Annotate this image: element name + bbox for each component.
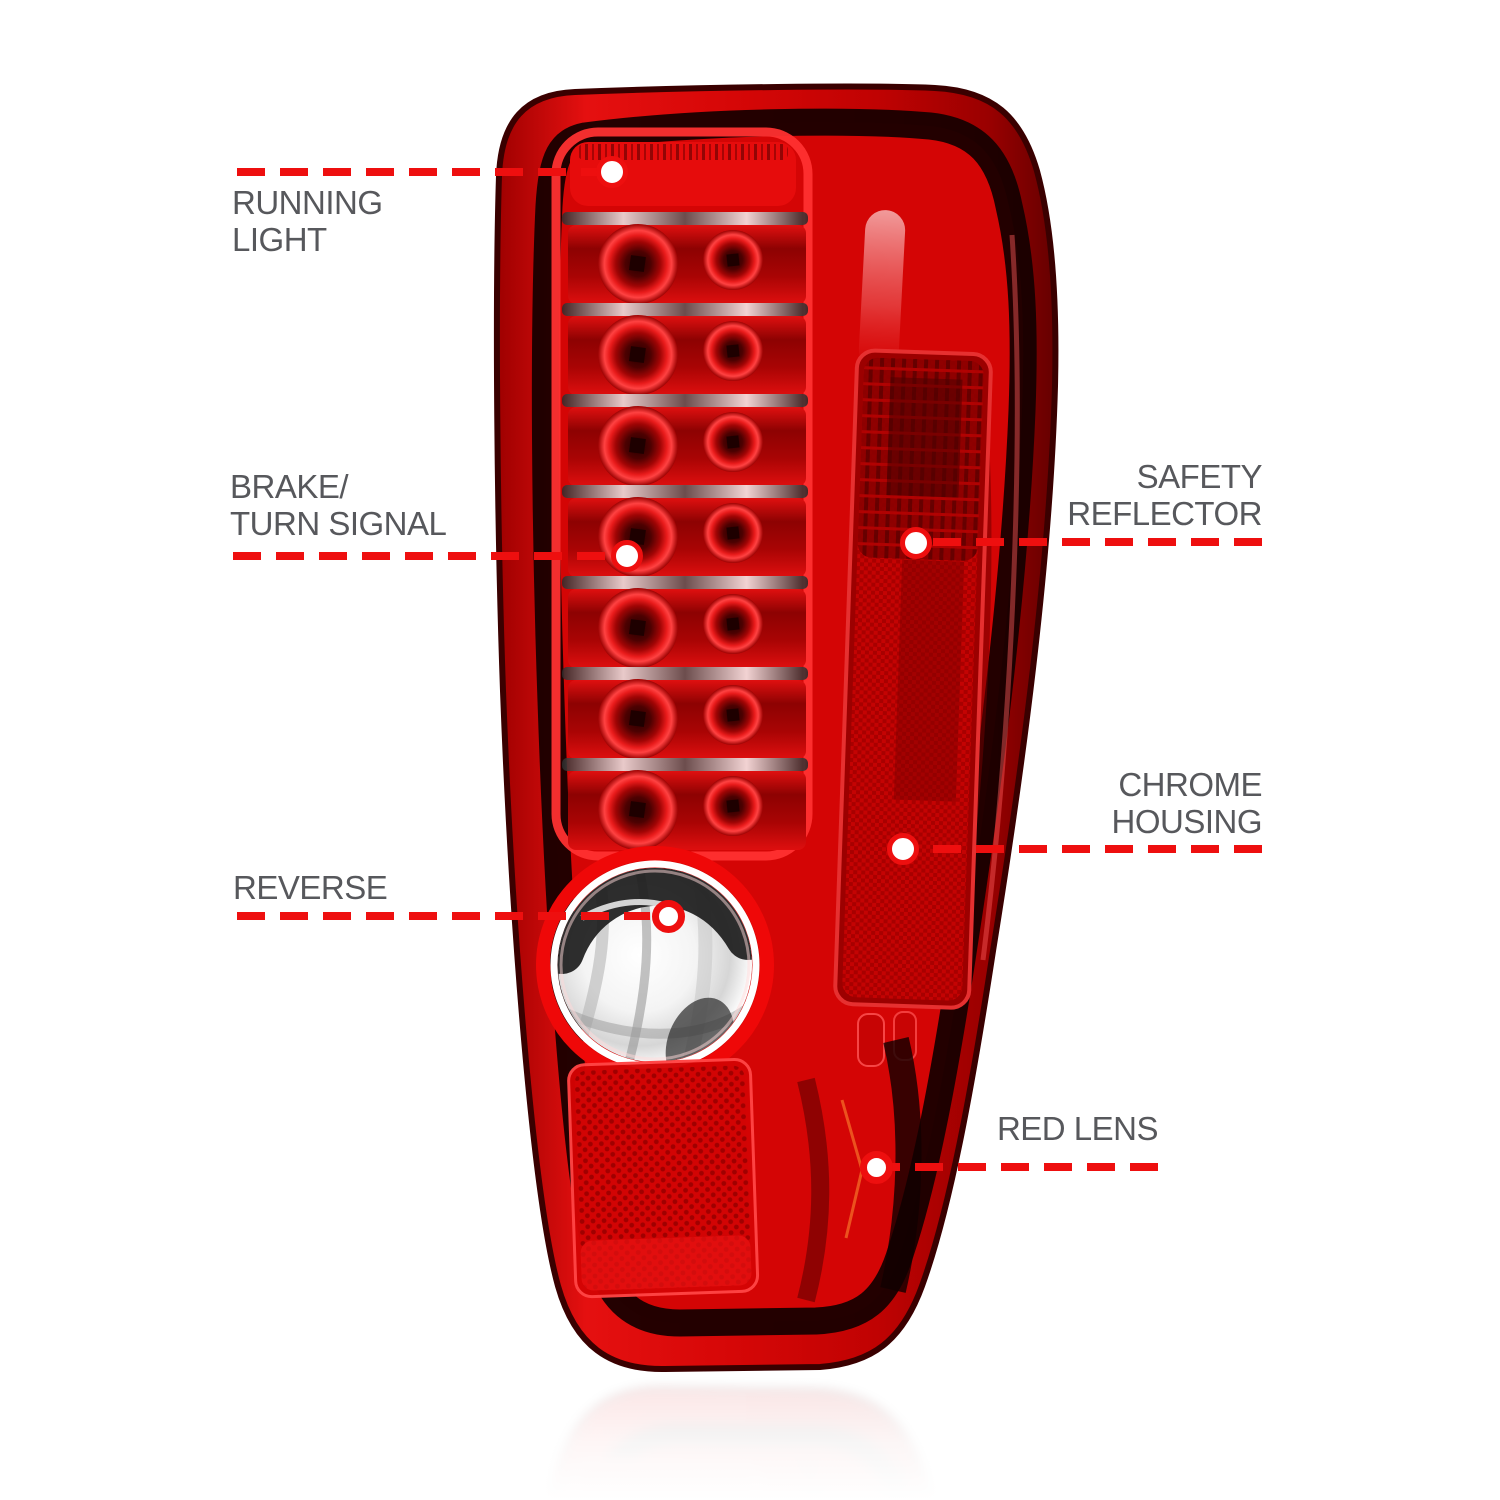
brake-turn-label-line2: TURN SIGNAL xyxy=(230,505,447,542)
red-lens-leader-line xyxy=(892,1163,1158,1171)
lower-lens-panel xyxy=(567,1058,760,1299)
tail-light-lamp xyxy=(493,83,1059,1373)
chrome-housing-label: CHROME HOUSING xyxy=(1111,766,1262,840)
chrome-housing-label-line2: HOUSING xyxy=(1111,803,1262,840)
safety-reflector-leader-line xyxy=(932,538,1262,546)
reverse-bulb-shield xyxy=(558,868,752,974)
running-light-label-line1: RUNNING xyxy=(232,184,383,221)
red-lens-label: RED LENS xyxy=(996,1110,1159,1147)
running-light-bar xyxy=(570,142,796,206)
reverse-label-line1: REVERSE xyxy=(233,869,388,906)
safety-reflector-label: SAFETY REFLECTOR xyxy=(1067,458,1262,532)
lens-reflection-streak xyxy=(858,210,906,370)
chrome-housing-label-line1: CHROME xyxy=(1118,766,1262,803)
red-lens-label-line1: RED LENS xyxy=(996,1110,1159,1147)
running-light-label-line2: LIGHT xyxy=(232,221,327,258)
led-cell xyxy=(562,212,808,304)
chrome-housing-marker-dot xyxy=(887,833,919,865)
reverse-marker-ring xyxy=(652,900,685,933)
led-cell-column xyxy=(562,212,808,850)
running-light-label: RUNNING LIGHT xyxy=(232,184,383,258)
lower-shade xyxy=(797,1077,830,1303)
red-lens-marker-ring xyxy=(860,1151,893,1184)
brake-turn-marker-dot xyxy=(611,540,643,572)
right-highlight xyxy=(980,234,1020,961)
reverse-label: REVERSE xyxy=(233,869,388,906)
brake-turn-leader-line xyxy=(233,552,612,560)
safety-reflector-label-line1: SAFETY xyxy=(1136,458,1263,495)
running-light-marker-dot xyxy=(596,156,628,188)
chrome-housing-leader-line xyxy=(919,845,1262,853)
reflection-fade xyxy=(0,1372,1500,1500)
safety-reflector-label-line2: REFLECTOR xyxy=(1067,495,1262,532)
housing-slot xyxy=(857,1013,885,1067)
safety-reflector-panel xyxy=(833,348,993,1010)
reverse-leader-line xyxy=(237,912,650,920)
safety-reflector-marker-dot xyxy=(900,527,932,559)
brake-turn-label: BRAKE/ TURN SIGNAL xyxy=(230,468,447,542)
brake-turn-label-line1: BRAKE/ xyxy=(230,468,349,505)
running-light-leader-line xyxy=(237,168,598,176)
